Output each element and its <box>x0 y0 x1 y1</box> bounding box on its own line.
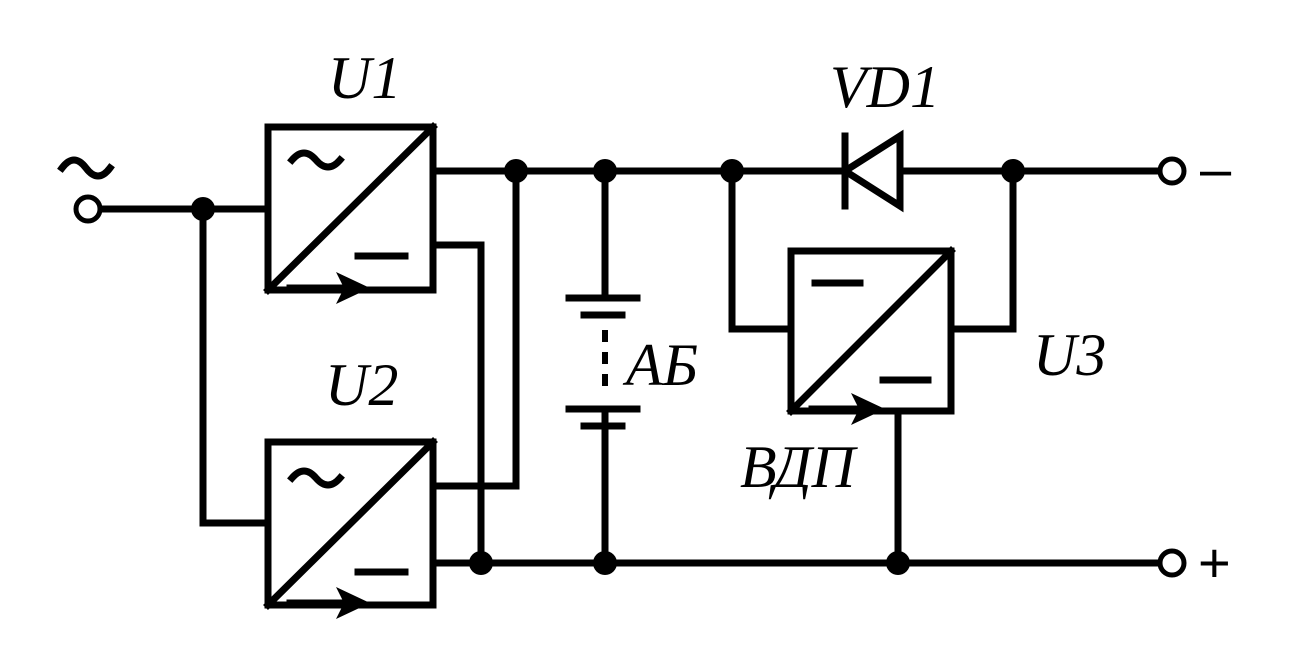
terminals <box>73 156 1187 578</box>
battery-ab <box>565 294 641 430</box>
label-output-plus: + <box>1198 531 1231 594</box>
ac-input-symbol <box>57 156 115 180</box>
label-battery: АБ <box>622 332 698 398</box>
converter-u3 <box>786 246 956 425</box>
junction-dots <box>191 159 1025 575</box>
label-vdp: ВДП <box>740 434 859 500</box>
label-output-minus: – <box>1200 137 1232 200</box>
converter-u2 <box>263 437 438 619</box>
label-vd1: VD1 <box>830 54 940 120</box>
terminal-ac-input <box>73 194 103 224</box>
label-u3: U3 <box>1033 322 1106 388</box>
terminal-output-plus <box>1157 548 1187 578</box>
label-u2: U2 <box>325 352 398 418</box>
diode-vd1 <box>838 129 904 213</box>
label-u1: U1 <box>328 45 401 111</box>
wires <box>96 167 1164 567</box>
terminal-output-minus <box>1157 156 1187 186</box>
converter-u1 <box>263 122 438 304</box>
